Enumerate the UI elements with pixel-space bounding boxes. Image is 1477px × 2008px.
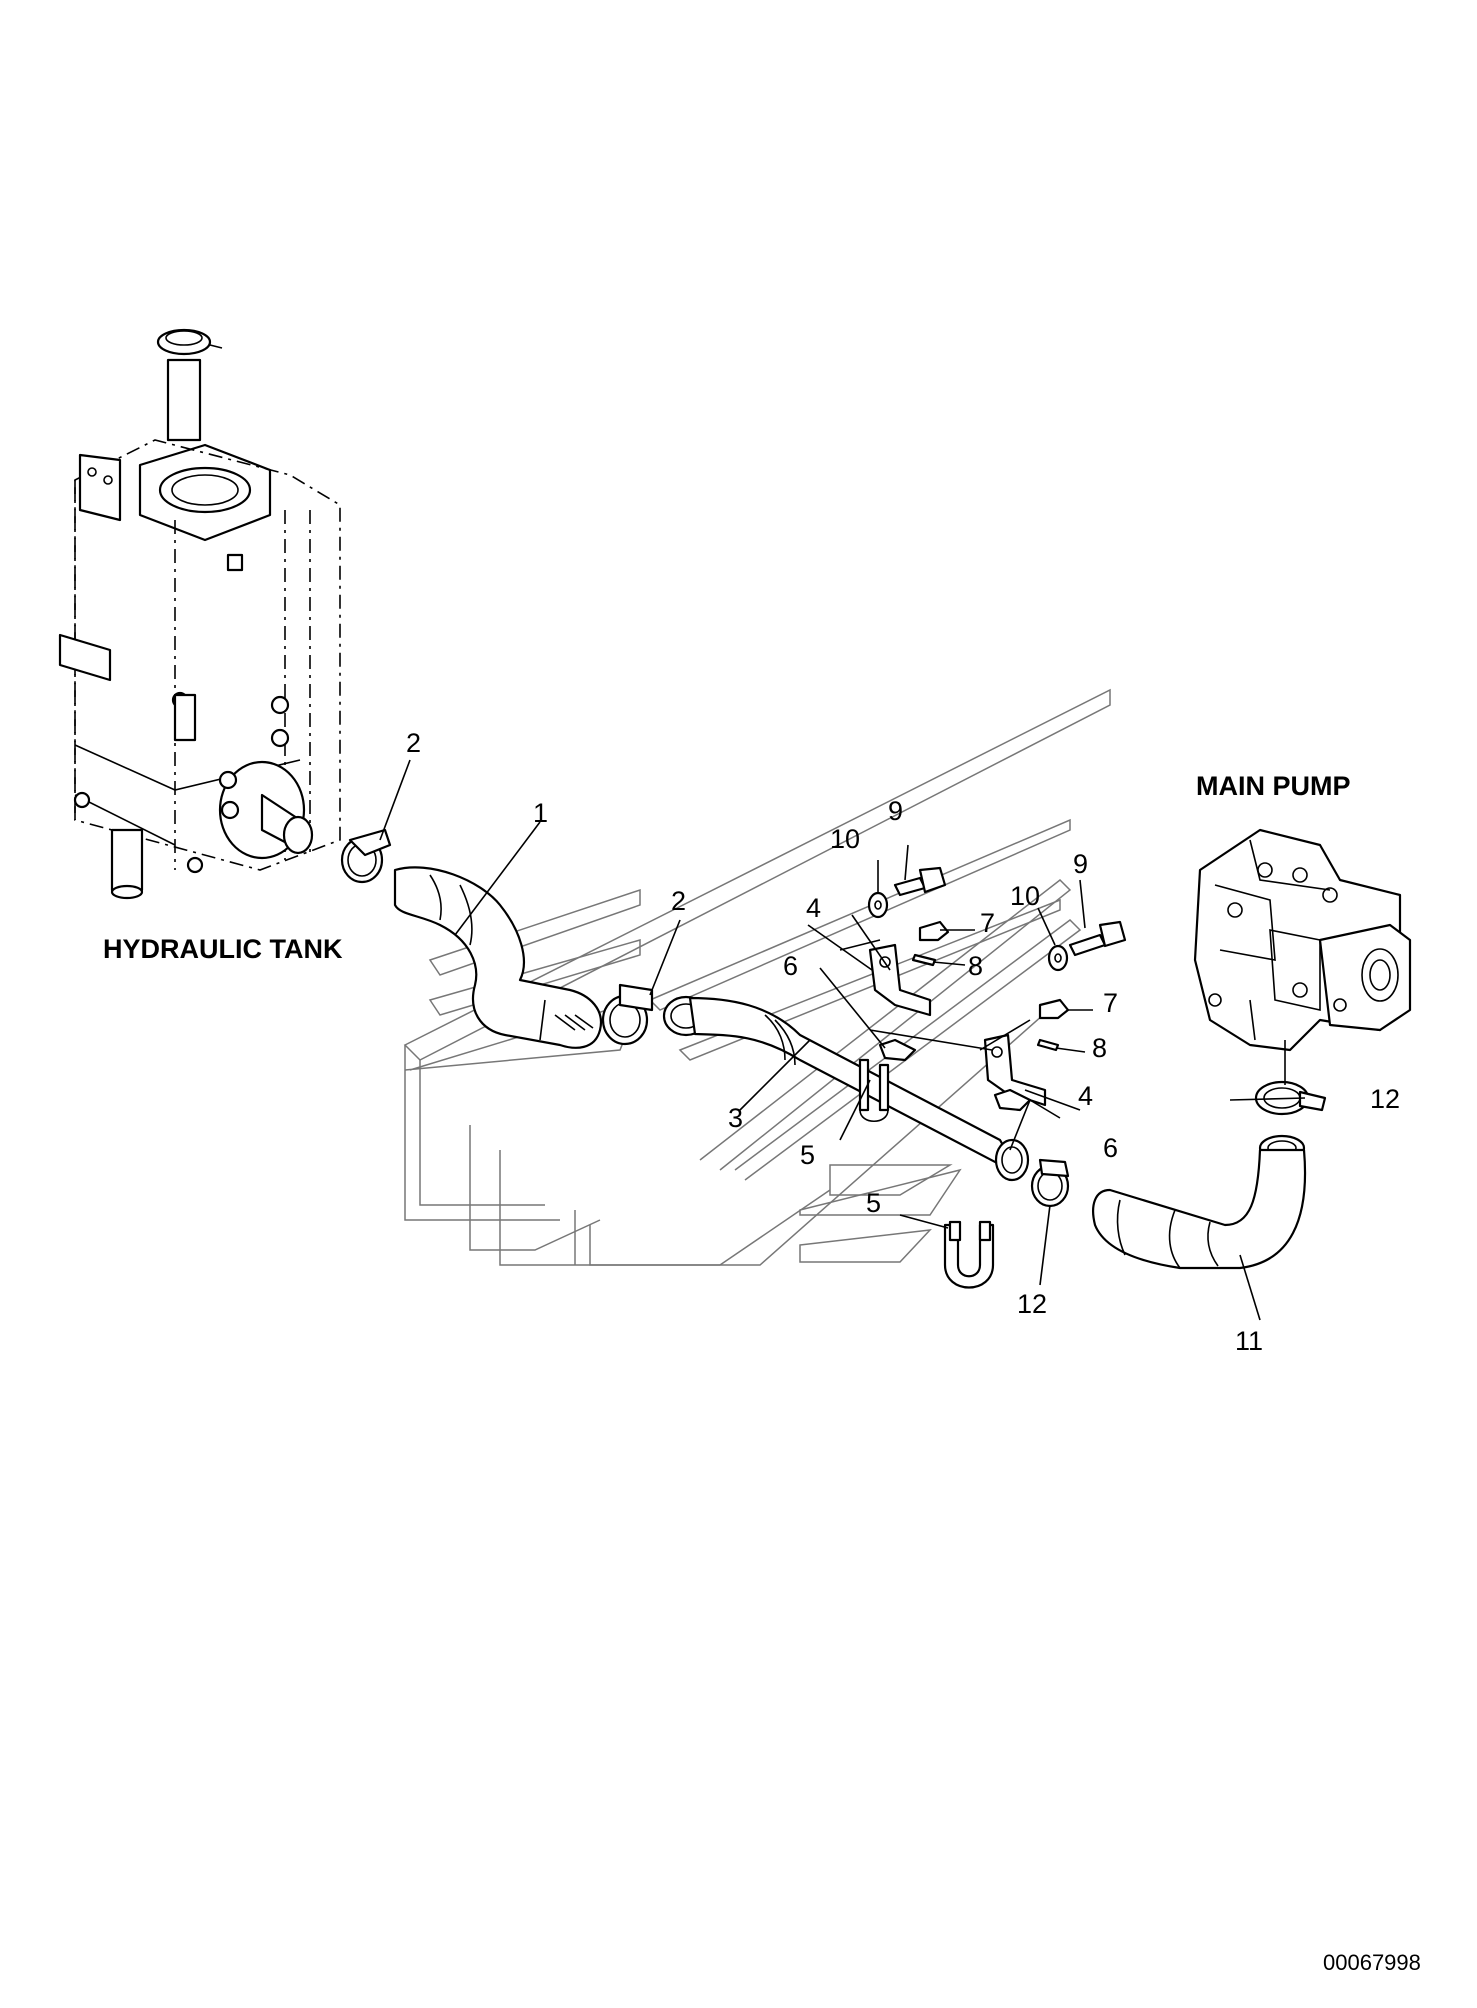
pipe-3 xyxy=(662,995,1030,1182)
leader-lines xyxy=(379,759,1306,1321)
bolt-9b xyxy=(1068,920,1127,957)
callout-6a: 6 xyxy=(783,951,798,981)
callout-10a: 10 xyxy=(830,824,860,854)
callout-8b: 8 xyxy=(1092,1033,1107,1063)
callout-12b: 12 xyxy=(1017,1289,1047,1319)
washer-10b xyxy=(1047,944,1069,972)
callout-7b: 7 xyxy=(1103,988,1118,1018)
bolt-9a xyxy=(893,866,947,897)
callout-6b: 6 xyxy=(1103,1133,1118,1163)
hose-clamp-2a xyxy=(340,828,392,884)
hydraulic-tank xyxy=(58,328,341,900)
u-bolt-5a xyxy=(858,1058,890,1123)
callout-11: 11 xyxy=(1235,1326,1263,1356)
hose-11 xyxy=(1092,1134,1307,1270)
hose-clamp-2b xyxy=(601,983,654,1046)
frame-outline xyxy=(403,688,1111,1266)
callout-1: 1 xyxy=(533,798,548,828)
hose-1 xyxy=(393,866,603,1049)
washer-10a xyxy=(867,891,889,919)
callout-9a: 9 xyxy=(888,796,903,826)
callout-8a: 8 xyxy=(968,951,983,981)
nut-7b xyxy=(1038,998,1070,1020)
callout-3: 3 xyxy=(728,1103,743,1133)
callout-12a: 12 xyxy=(1370,1084,1400,1114)
hose-clamp-12b xyxy=(1030,1158,1070,1208)
callout-5b: 5 xyxy=(866,1188,881,1218)
main-pump xyxy=(1193,828,1412,1085)
callout-2a: 2 xyxy=(406,728,421,758)
washer-8b xyxy=(1036,1038,1060,1052)
clip-6b xyxy=(993,1088,1032,1112)
callout-2b: 2 xyxy=(671,886,686,916)
callout-7a: 7 xyxy=(980,908,995,938)
main-pump-title: MAIN PUMP xyxy=(1196,771,1351,801)
callout-4a: 4 xyxy=(806,893,821,923)
callout-4b: 4 xyxy=(1078,1081,1093,1111)
callout-10b: 10 xyxy=(1010,881,1040,911)
callout-5a: 5 xyxy=(800,1140,815,1170)
u-bolt-5b xyxy=(943,1220,995,1289)
nut-7a xyxy=(918,920,950,942)
callout-9b: 9 xyxy=(1073,849,1088,879)
clip-6a xyxy=(878,1038,917,1062)
document-number: 00067998 xyxy=(1323,1950,1421,1975)
washer-8a xyxy=(911,953,937,967)
hydraulic-tank-title: HYDRAULIC TANK xyxy=(103,934,343,964)
